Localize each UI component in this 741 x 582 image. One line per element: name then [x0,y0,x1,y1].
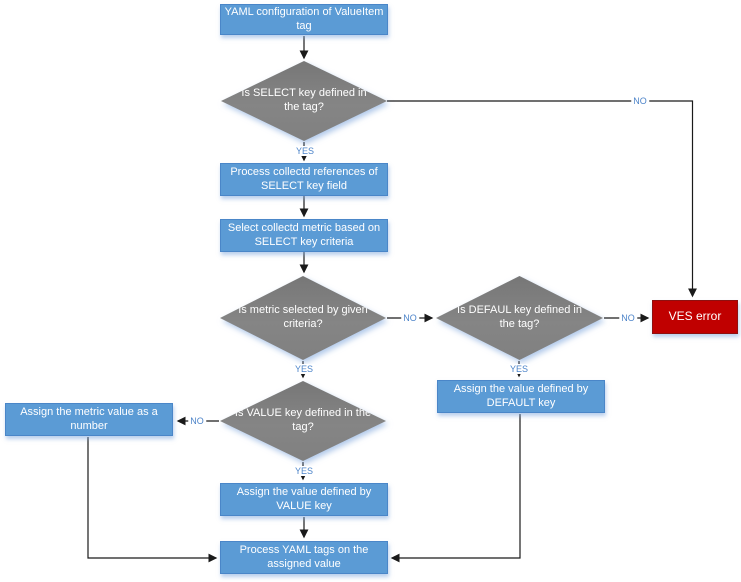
node-process-references: Process collectd references of SELECT ke… [220,163,388,196]
decision-value-key: Is VALUE key defined in the tag? [220,381,386,461]
node-assign-value-key: Assign the value defined by VALUE key [220,483,388,516]
edge-label-yes-metric: YES [292,364,316,374]
decision-select-key-label: Is SELECT key defined in the tag? [241,87,367,113]
edge-label-yes-value: YES [292,466,316,476]
node-start: YAML configuration of ValueItem tag [220,4,388,35]
edge-label-yes-default: YES [507,364,531,374]
decision-value-key-label: Is VALUE key defined in the tag? [234,407,372,433]
edge-label-no-value: NO [188,416,206,426]
decision-default-key-label: Is DEFAUL key defined in the tag? [457,304,582,330]
node-assign-default-key: Assign the value defined by DEFAULT key [437,380,605,413]
edge-label-no-select: NO [631,96,649,106]
decision-default-key: Is DEFAUL key defined in the tag? [436,276,603,360]
edge-label-no-default: NO [619,313,637,323]
node-ves-error: VES error [652,300,738,334]
decision-metric-selected-label: Is metric selected by given criteria? [238,304,368,330]
decision-metric-selected: Is metric selected by given criteria? [220,276,386,360]
node-select-metric: Select collectd metric based on SELECT k… [220,219,388,252]
edge-label-yes-select: YES [293,146,317,156]
node-assign-metric-number: Assign the metric value as a number [5,403,173,436]
node-process-yaml-tags: Process YAML tags on the assigned value [220,541,388,574]
edge-label-no-metric: NO [401,313,419,323]
decision-select-key: Is SELECT key defined in the tag? [221,61,387,141]
